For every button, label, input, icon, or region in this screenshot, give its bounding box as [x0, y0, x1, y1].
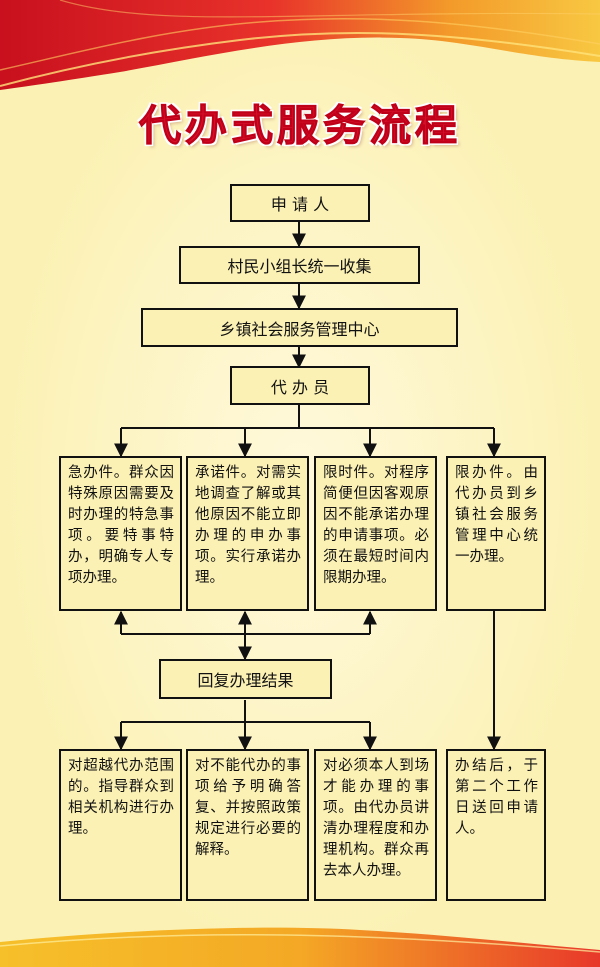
- category-restricted-text: 限办件。由代办员到乡镇社会服务管理中心统一办理。: [455, 465, 538, 565]
- outcome-not-delegable: 对不能代办的事项给予明确答复、并按照政策规定进行必要的解释。: [186, 749, 309, 901]
- category-restricted: 限办件。由代办员到乡镇社会服务管理中心统一办理。: [446, 456, 546, 611]
- outcome-in-person: 对必须本人到场才能办理的事项。由代办员讲清办理程度和办理机构。群众再去本人办理。: [314, 749, 437, 901]
- node-agent: 代 办 员: [230, 366, 370, 405]
- node-village-group-label: 村民小组长统一收集: [227, 257, 372, 276]
- node-village-group: 村民小组长统一收集: [179, 246, 420, 284]
- node-applicant: 申 请 人: [230, 184, 370, 222]
- outcome-not-delegable-text: 对不能代办的事项给予明确答复、并按照政策规定进行必要的解释。: [195, 758, 301, 858]
- outcome-returned: 办结后，于第二个工作日送回申请人。: [446, 749, 546, 901]
- node-service-center-label: 乡镇社会服务管理中心: [219, 319, 380, 339]
- outcome-returned-text: 办结后，于第二个工作日送回申请人。: [455, 758, 538, 837]
- category-time-limited-text: 限时件。对程序简便但因客观原因不能承诺办理的申请事项。必须在最短时间内限期办理。: [323, 465, 429, 586]
- category-time-limited: 限时件。对程序简便但因客观原因不能承诺办理的申请事项。必须在最短时间内限期办理。: [314, 456, 437, 611]
- category-urgent: 急办件。群众因特殊原因需要及时办理的特急事项。要特事特办，明确专人专项办理。: [59, 456, 182, 611]
- node-reply-result: 回复办理结果: [159, 659, 332, 699]
- node-applicant-label: 申 请 人: [270, 195, 330, 214]
- node-reply-result-label: 回复办理结果: [197, 671, 294, 690]
- bottom-wave: [0, 927, 600, 967]
- node-service-center: 乡镇社会服务管理中心: [141, 308, 458, 347]
- outcome-beyond-scope-text: 对超越代办范围的。指导群众到相关机构进行办理。: [68, 758, 174, 837]
- page-title: 代办式服务流程: [138, 101, 461, 151]
- outcome-beyond-scope: 对超越代办范围的。指导群众到相关机构进行办理。: [59, 749, 182, 901]
- outcome-in-person-text: 对必须本人到场才能办理的事项。由代办员讲清办理程度和办理机构。群众再去本人办理。: [323, 758, 429, 879]
- category-promised-text: 承诺件。对需实地调查了解或其他原因不能立即办理的申办事项。实行承诺办理。: [195, 465, 301, 586]
- top-wave: [0, 0, 600, 90]
- category-promised: 承诺件。对需实地调查了解或其他原因不能立即办理的申办事项。实行承诺办理。: [186, 456, 309, 611]
- category-urgent-text: 急办件。群众因特殊原因需要及时办理的特急事项。要特事特办，明确专人专项办理。: [68, 465, 174, 586]
- node-agent-label: 代 办 员: [270, 377, 330, 397]
